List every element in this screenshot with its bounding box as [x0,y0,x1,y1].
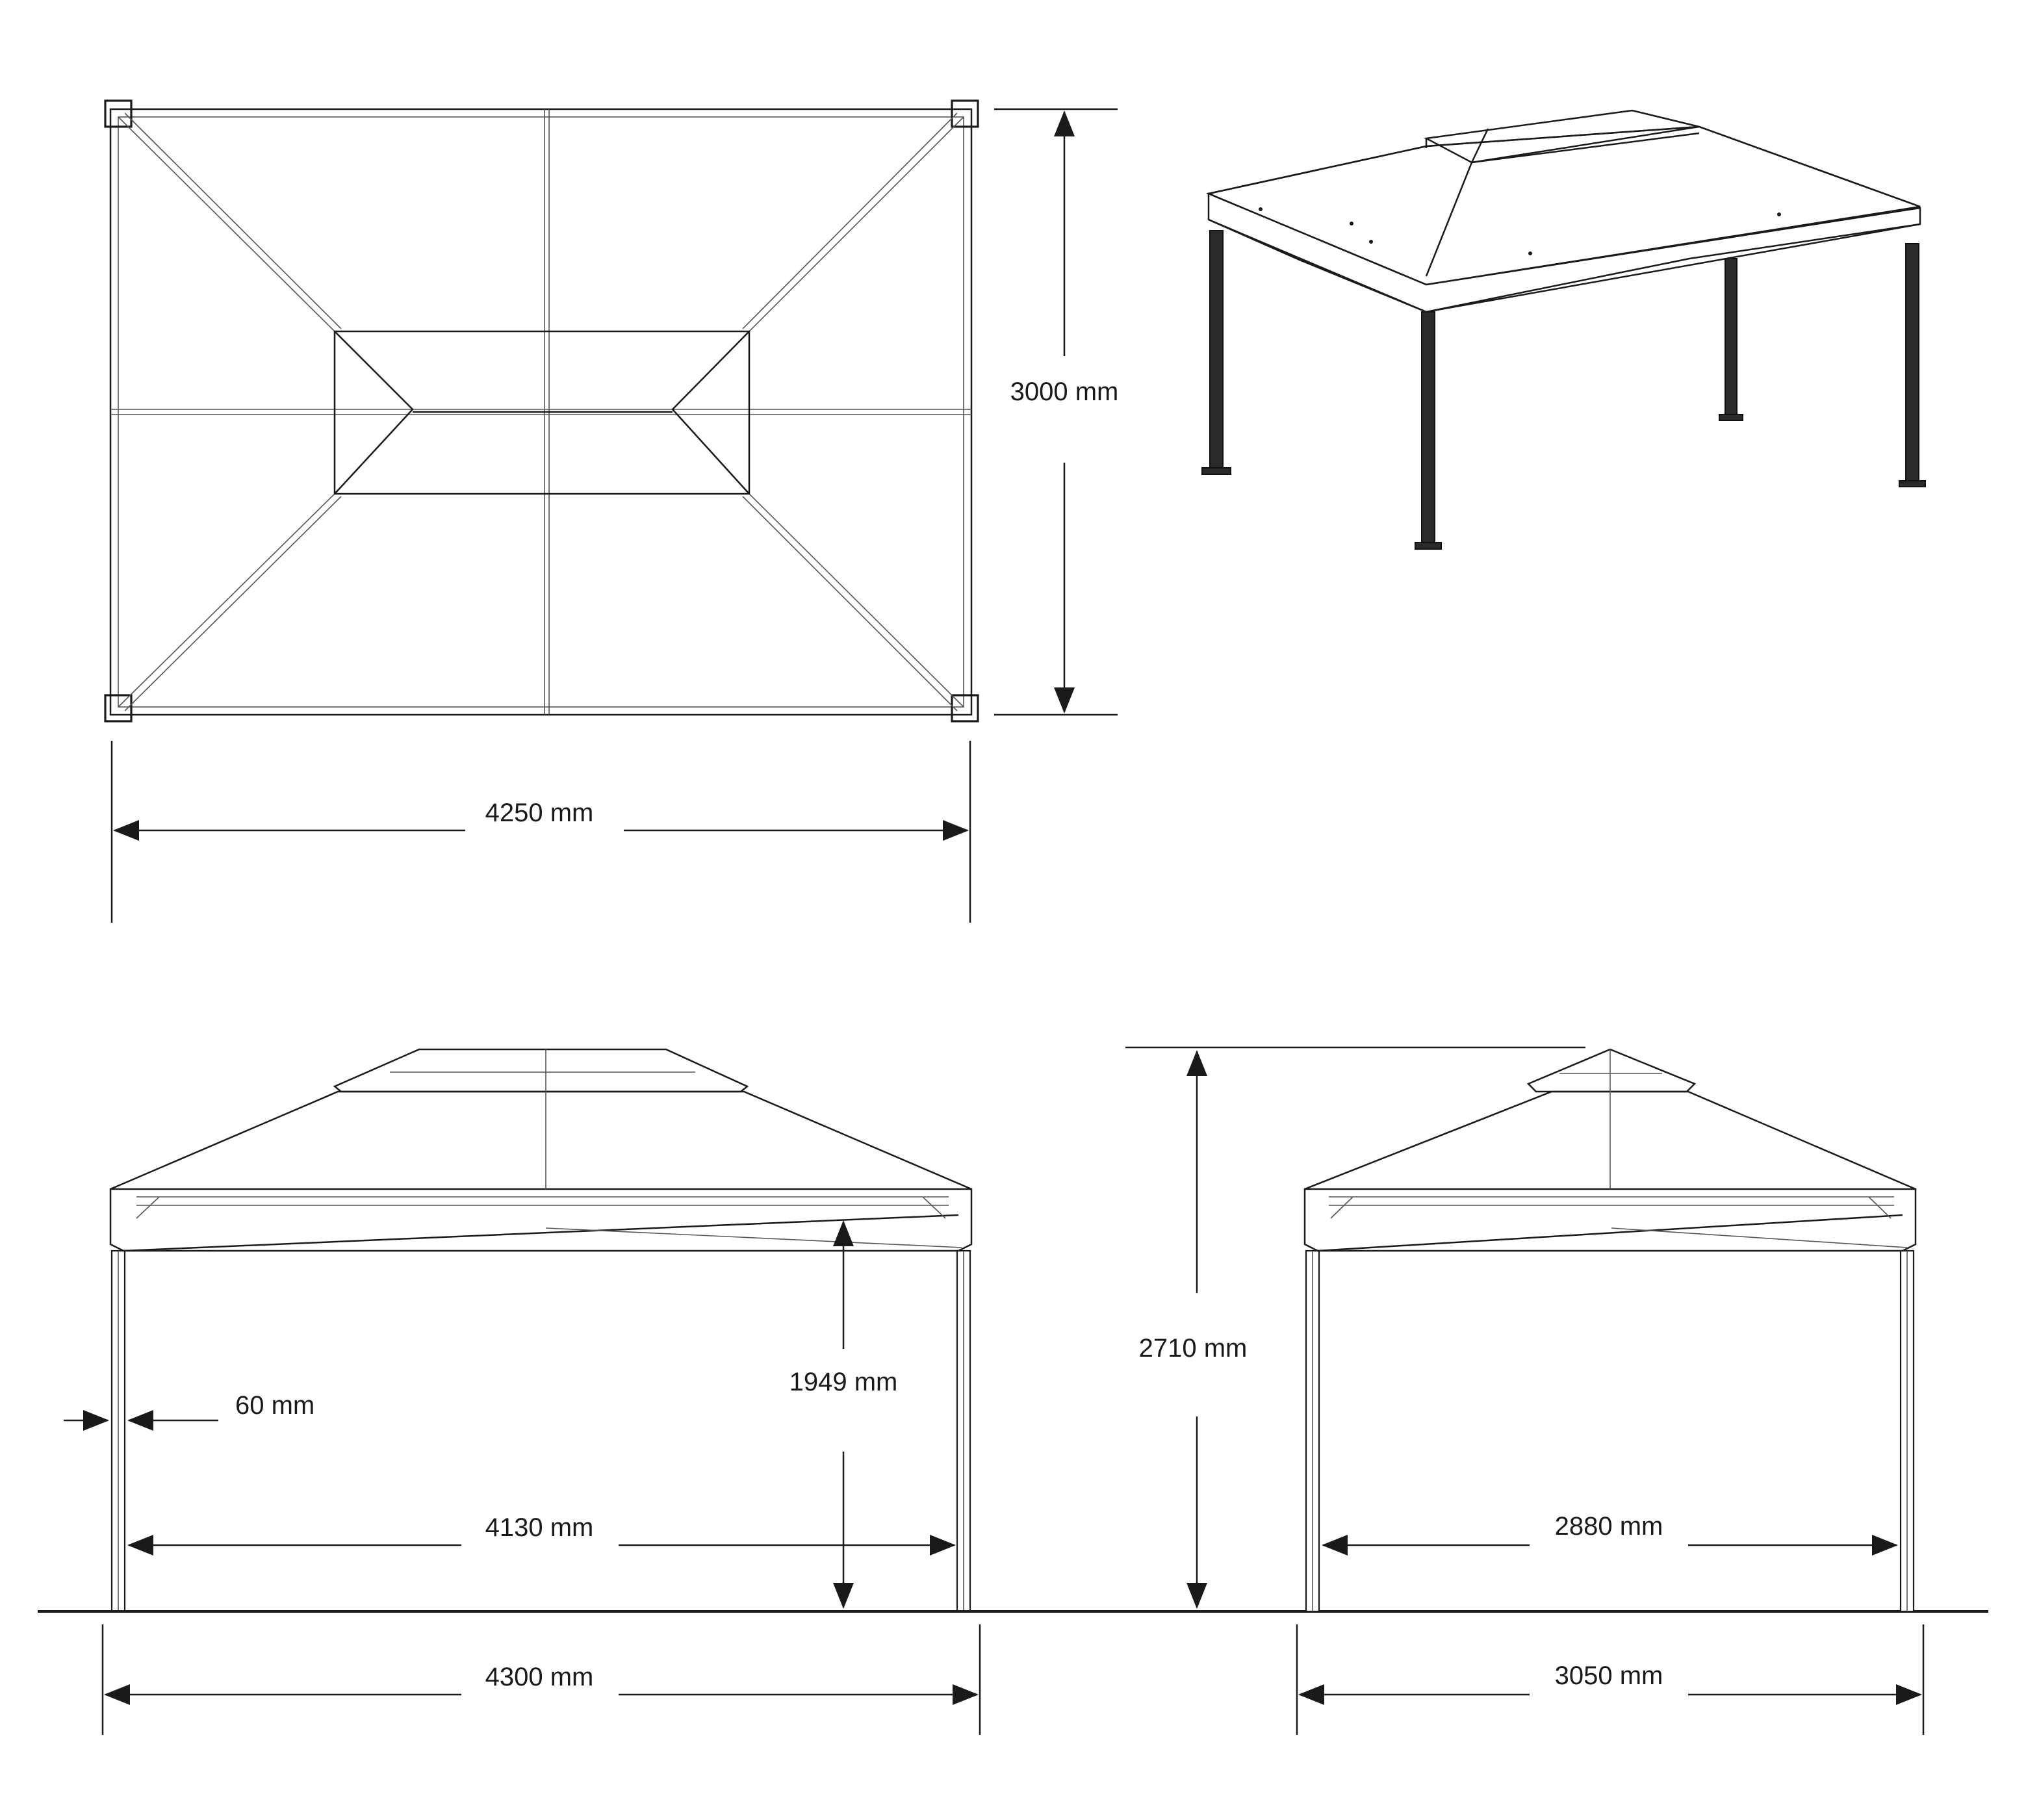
label-4300mm: 4300 mm [485,1663,594,1691]
label-2880mm: 2880 mm [1555,1512,1663,1541]
label-1949mm: 1949 mm [789,1368,898,1396]
label-4130mm: 4130 mm [485,1513,594,1542]
side-elevation [1303,1048,1917,1613]
dimension-post-width: 60 mm [64,1391,314,1431]
label-60mm: 60 mm [235,1391,314,1420]
label-3000mm: 3000 mm [1010,378,1119,406]
dimension-clear-height: 1949 mm [789,1220,898,1609]
perspective-view [1201,109,1926,550]
front-elevation [109,1048,973,1613]
dimension-side-outer: 3050 mm [1296,1624,1925,1735]
label-4250mm: 4250 mm [485,799,594,827]
dimension-side-inner: 2880 mm [1322,1512,1898,1556]
dimension-front-outer: 4300 mm [101,1624,981,1735]
dimension-front-inner: 4130 mm [127,1513,956,1556]
dimension-top-depth: 3000 mm [994,108,1119,716]
top-view-plan [104,99,979,723]
label-2710mm: 2710 mm [1139,1334,1248,1363]
dimension-total-height: 2710 mm [1125,1046,1585,1609]
label-3050mm: 3050 mm [1555,1661,1663,1690]
dimension-top-width: 4250 mm [110,741,971,923]
